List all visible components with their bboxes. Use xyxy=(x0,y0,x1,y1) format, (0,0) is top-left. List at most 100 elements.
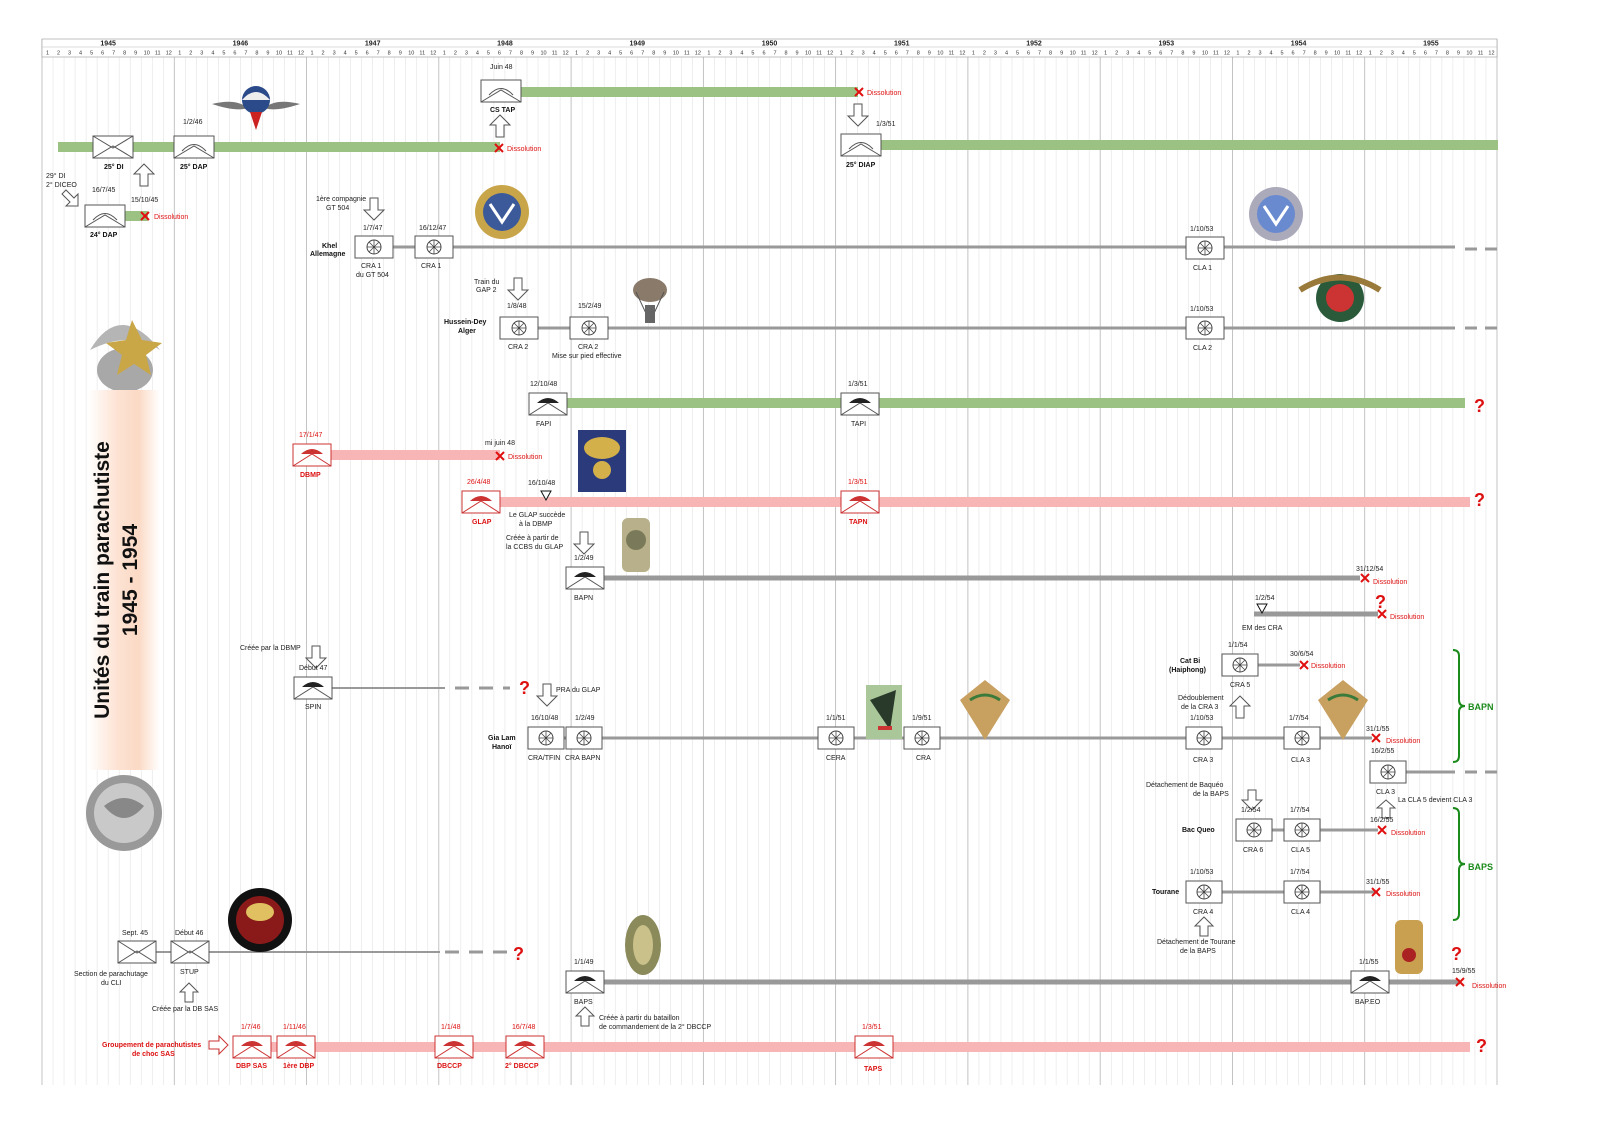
month-label: 8 xyxy=(1181,51,1184,57)
box-label: CRA 1 xyxy=(421,263,441,270)
date-label: 1/7/54 xyxy=(1290,869,1310,876)
year-label: 1952 xyxy=(1026,41,1042,48)
badge-parachute-icon xyxy=(633,278,667,324)
date-label: 15/9/55 xyxy=(1452,968,1475,975)
month-label: 1 xyxy=(46,51,49,57)
date-label: 1/10/53 xyxy=(1190,306,1213,313)
month-label: 9 xyxy=(1060,51,1063,57)
year-label: 1953 xyxy=(1159,41,1175,48)
box-label: CRA 2 xyxy=(508,344,528,351)
month-label: 5 xyxy=(90,51,93,57)
box-label: CLA 3 xyxy=(1376,789,1395,796)
badge-oval-icon xyxy=(1395,920,1423,974)
annotation-label: du CLI xyxy=(101,980,122,987)
box-label: CS TAP xyxy=(490,107,515,114)
arrow-down-icon xyxy=(846,103,870,127)
month-label: 12 xyxy=(166,51,172,57)
unit-box xyxy=(461,490,501,514)
unit-box xyxy=(434,1035,474,1059)
year-label: 1950 xyxy=(762,41,778,48)
box-label: CRA xyxy=(916,755,931,762)
date-label: 1/8/48 xyxy=(507,303,527,310)
arrow-up-icon xyxy=(488,114,512,138)
cross-icon xyxy=(1377,825,1387,835)
unit-box xyxy=(565,970,605,994)
location-label: Hanoï xyxy=(492,744,513,751)
date-label: 16/10/48 xyxy=(528,480,555,487)
month-label: 6 xyxy=(366,51,369,57)
annotation-label: de commandement de la 2° DBCCP xyxy=(599,1023,711,1031)
month-label: 8 xyxy=(255,51,258,57)
unit-box xyxy=(84,204,126,228)
group-brackets xyxy=(1452,649,1466,921)
annotation-label: Le GLAP succède xyxy=(509,512,565,519)
date-label: 1/7/47 xyxy=(363,225,383,232)
box-label: CLA 4 xyxy=(1291,909,1310,916)
cross-icon xyxy=(1455,977,1465,987)
unit-box xyxy=(1235,818,1273,842)
unit-box xyxy=(499,316,539,340)
month-label: 10 xyxy=(540,51,546,57)
box-label: CERA xyxy=(826,755,846,762)
month-label: 4 xyxy=(1402,51,1405,57)
month-label: 8 xyxy=(1049,51,1052,57)
page-title: Unités du train parachutiste 1945 - 1954 xyxy=(89,400,159,760)
date-label: 1/10/53 xyxy=(1190,869,1213,876)
box-label: CLA 5 xyxy=(1291,847,1310,854)
month-label: 4 xyxy=(1270,51,1273,57)
unit-box xyxy=(1369,760,1407,784)
dissolution-label: Dissolution xyxy=(1391,830,1425,837)
year-label: 1948 xyxy=(497,41,513,48)
date-label: 1/1/54 xyxy=(1228,642,1248,649)
month-label: 5 xyxy=(1413,51,1416,57)
badge-paratrooper-icon xyxy=(578,430,626,492)
month-label: 6 xyxy=(1159,51,1162,57)
dissolution-label: Dissolution xyxy=(1373,579,1407,586)
box-label: 25° DI xyxy=(104,163,124,171)
title-panel xyxy=(88,390,160,770)
unit-box xyxy=(276,1035,316,1059)
unit-box xyxy=(92,135,134,159)
year-label: 1947 xyxy=(365,41,381,48)
month-label: 2 xyxy=(586,51,589,57)
annotation-label: la CCBS du GLAP xyxy=(506,544,564,551)
month-label: 4 xyxy=(1137,51,1140,57)
month-label: 3 xyxy=(994,51,997,57)
unit-box xyxy=(840,392,880,416)
annotation-label: Détachement de Baquéo xyxy=(1146,782,1224,789)
annotation-label: de la BAPS xyxy=(1180,948,1216,955)
annotation-label: Créée par la DBMP xyxy=(240,645,301,652)
dissolution-label: Dissolution xyxy=(154,214,188,221)
box-label: CRA 6 xyxy=(1243,847,1263,854)
box-label: CRA 2 xyxy=(578,344,598,351)
month-label: 8 xyxy=(123,51,126,57)
date-label: 1/1/49 xyxy=(574,959,594,966)
annotation-label: de la CRA 3 xyxy=(1181,704,1218,711)
location-label: (Haiphong) xyxy=(1169,667,1206,674)
cross-icon xyxy=(495,451,505,461)
badge-soldier-icon xyxy=(866,685,902,739)
cross-icon xyxy=(1371,733,1381,743)
arrow-diag-icon xyxy=(61,189,79,207)
date-label: 16/2/55 xyxy=(1370,817,1393,824)
month-label: 3 xyxy=(1391,51,1394,57)
month-label: 3 xyxy=(862,51,865,57)
date-label: 1/7/46 xyxy=(241,1024,261,1031)
month-label: 1 xyxy=(311,51,314,57)
unit-box xyxy=(1283,818,1321,842)
month-label: 11 xyxy=(552,51,558,57)
month-label: 6 xyxy=(498,51,501,57)
dissolution-label: Dissolution xyxy=(508,454,542,461)
box-label: BAPS xyxy=(574,999,593,1006)
dissolution-marks xyxy=(140,87,1465,987)
date-label: 15/10/45 xyxy=(131,197,158,204)
arrow-down-icon xyxy=(572,531,596,555)
box-label: FAPI xyxy=(536,421,551,428)
unit-box xyxy=(1185,236,1225,260)
month-label: 11 xyxy=(1081,51,1087,57)
date-label: 1/10/53 xyxy=(1190,226,1213,233)
unit-box xyxy=(565,566,605,590)
date-label: 1/3/51 xyxy=(848,381,868,388)
month-label: 1 xyxy=(1104,51,1107,57)
